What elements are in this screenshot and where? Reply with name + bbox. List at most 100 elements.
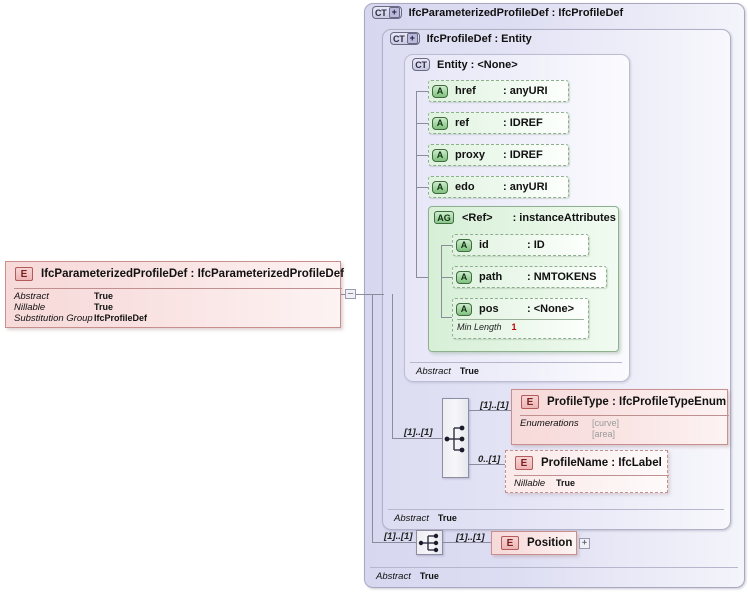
entity-abstract-label: Abstract (416, 365, 451, 377)
cardinality-profiletype: [1]..[1] (480, 400, 509, 411)
attr-branch-href (416, 91, 428, 92)
outer-abstract-label: Abstract (376, 570, 411, 582)
profiletype-enum-value-1: [area] (592, 429, 616, 439)
element-box-ifcparameterizedprofiledef[interactable] (5, 261, 341, 328)
attribute-icon-ref: A (432, 116, 448, 130)
expand-plus-icon-2[interactable]: + (406, 33, 418, 44)
attribute-icon-path: A (456, 270, 472, 284)
sequence-icon-2 (418, 533, 439, 553)
element-title-profiletype: ProfileType : IfcProfileTypeEnum (547, 396, 727, 408)
attribute-box-proxy[interactable]: A proxy : IDREF (428, 144, 569, 166)
element-title-profilename: ProfileName : IfcLabel (541, 457, 662, 469)
cardinality-inner-sequence: [1]..[1] (404, 427, 433, 438)
element-box-position[interactable] (491, 531, 577, 555)
attribute-type-href: : anyURI (503, 85, 548, 97)
attr-branch-ref-group (416, 277, 428, 278)
entity-footer-abstract: Abstract True (410, 364, 479, 378)
root-to-collapse-line (341, 294, 345, 295)
attribute-box-pos[interactable]: A pos : <None> Min Length 1 (452, 298, 589, 339)
attribute-name-proxy: proxy (455, 149, 485, 161)
middle-abstract-label: Abstract (394, 512, 429, 524)
complextype-header-ifcparameterizedprofiledef: CT + IfcParameterizedProfileDef : IfcPro… (372, 6, 623, 19)
profilename-nillable-value: True (556, 478, 576, 488)
element-header-profiletype: E ProfileType : IfcProfileTypeEnum (515, 391, 726, 413)
attribute-row-path: A path : NMTOKENS (453, 267, 606, 287)
complextype-icon-entity[interactable]: CT (412, 58, 430, 71)
sequence-compositor-inner[interactable] (442, 398, 469, 478)
element-box-profiletype[interactable] (511, 389, 728, 445)
complextype-header-entity: CT Entity : <None> (412, 58, 518, 71)
attribute-name-ref: ref (455, 117, 470, 129)
attribute-box-ref[interactable]: A ref : IDREF (428, 112, 569, 134)
outer-seq-branch-position (443, 542, 491, 543)
profiletype-enum-label: Enumerations (520, 418, 579, 429)
attribute-type-proxy: : IDREF (503, 149, 543, 161)
attribute-row-edo: A edo : anyURI (429, 177, 568, 197)
profilename-separator (514, 475, 669, 476)
attribute-group-icon: AG (434, 211, 454, 224)
expand-plus-icon[interactable]: + (388, 7, 400, 18)
inner-seq-branch-profilename (469, 464, 512, 465)
root-prop-abstract-value: True (94, 291, 114, 301)
root-prop-subgroup: Substitution Group IfcProfileDef (9, 313, 337, 324)
attribute-row-pos: A pos : <None> (453, 299, 588, 319)
attribute-group-header-ref: AG <Ref> : instanceAttributes (434, 211, 616, 224)
outer-footer-separator (370, 567, 738, 568)
attribute-name-edo: edo (455, 181, 475, 193)
profilename-nillable-label: Nillable (514, 478, 546, 489)
attribute-box-id[interactable]: A id : ID (452, 234, 589, 256)
attribute-box-path[interactable]: A path : NMTOKENS (452, 266, 607, 288)
attribute-group-name: <Ref> (462, 211, 493, 224)
sequence-compositor-outer[interactable] (416, 530, 443, 555)
attribute-box-href[interactable]: A href : anyURI (428, 80, 569, 102)
attribute-icon-pos: A (456, 302, 472, 316)
attribute-row-ref: A ref : IDREF (429, 113, 568, 133)
element-icon-profiletype: E (521, 395, 539, 409)
profiletype-enum-values: [curve] [area] (592, 418, 619, 440)
ref-tree-trunk (441, 245, 442, 317)
root-prop-nillable: Nillable True (9, 302, 337, 313)
attribute-name-href: href (455, 85, 476, 97)
attr-branch-ref (416, 123, 428, 124)
element-title-position: Position (527, 537, 573, 549)
complextype-header-ifcprofiledef: CT + IfcProfileDef : Entity (390, 32, 532, 45)
attribute-type-id: : ID (527, 239, 545, 251)
attribute-icon-edo: A (432, 180, 448, 194)
collapse-minus-glyph: – (347, 288, 354, 299)
attr-branch-edo (416, 187, 428, 188)
attr-tree-trunk (416, 91, 417, 277)
root-prop-subgroup-label: Substitution Group (14, 313, 93, 324)
element-icon-profilename: E (515, 456, 533, 470)
element-icon-root: E (15, 267, 33, 281)
root-prop-subgroup-value: IfcProfileDef (94, 313, 148, 323)
complextype-plus-icon[interactable]: CT + (372, 6, 402, 19)
outer-abstract-value: True (419, 571, 439, 581)
cardinality-profilename: 0..[1] (478, 454, 501, 465)
profiletype-enum-value-0: [curve] (592, 418, 620, 428)
ref-branch-path (441, 277, 452, 278)
attribute-icon-id: A (456, 238, 472, 252)
attribute-box-edo[interactable]: A edo : anyURI (428, 176, 569, 198)
attribute-icon-proxy: A (432, 148, 448, 162)
attribute-row-id: A id : ID (453, 235, 588, 255)
cardinality-outer-sequence: [1]..[1] (384, 531, 413, 542)
attribute-name-path: path (479, 271, 503, 283)
collapse-to-panel-line (356, 294, 384, 295)
collapse-minus-button[interactable]: – (345, 289, 356, 299)
attribute-row-proxy: A proxy : IDREF (429, 145, 568, 165)
pos-facet-separator (457, 319, 584, 320)
sequence-icon (444, 425, 465, 453)
complextype-plus-icon-2[interactable]: CT + (390, 32, 420, 45)
entity-footer-separator (410, 362, 622, 363)
attribute-type-path: : NMTOKENS (527, 271, 597, 283)
attribute-icon-href: A (432, 84, 448, 98)
pos-facet-label: Min Length (457, 322, 502, 332)
complextype-title: IfcParameterizedProfileDef : IfcProfileD… (408, 6, 624, 19)
attr-branch-proxy (416, 155, 428, 156)
root-element-separator (14, 288, 342, 289)
attribute-group-type: : instanceAttributes (512, 211, 616, 224)
badge-ct-label-2: CT (393, 33, 405, 44)
root-prop-nillable-label: Nillable (14, 302, 46, 313)
inner-seq-branch-profiletype (469, 410, 512, 411)
position-expand-button[interactable]: + (579, 538, 590, 549)
